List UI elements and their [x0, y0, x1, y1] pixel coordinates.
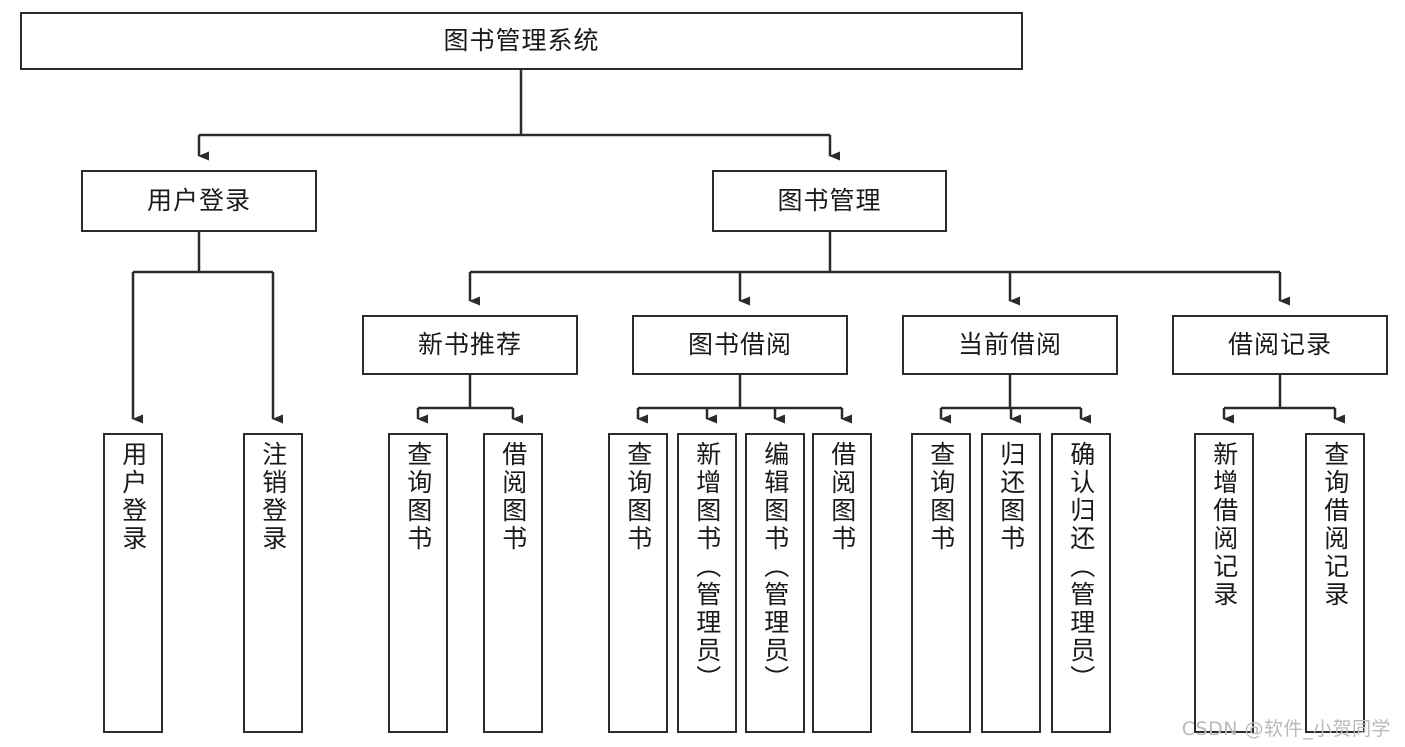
node-leaf-edit-book[interactable]: 编辑图书（管理员）: [745, 433, 805, 733]
node-new-book-rec[interactable]: 新书推荐: [362, 315, 578, 375]
node-borrow-record[interactable]: 借阅记录: [1172, 315, 1388, 375]
node-leaf-user-logout[interactable]: 注销登录: [243, 433, 303, 733]
node-leaf-return-book[interactable]: 归还图书: [981, 433, 1041, 733]
node-leaf-add-book[interactable]: 新增图书（管理员）: [677, 433, 737, 733]
node-leaf-user-logout-label: 注销登录: [258, 441, 288, 553]
node-current-borrow-label: 当前借阅: [957, 330, 1062, 360]
node-user-login[interactable]: 用户登录: [81, 170, 317, 232]
node-root-label: 图书管理系统: [443, 26, 600, 56]
node-leaf-user-login-label: 用户登录: [118, 441, 148, 553]
node-leaf-query-book-3[interactable]: 查询图书: [911, 433, 971, 733]
node-leaf-confirm-return[interactable]: 确认归还（管理员）: [1051, 433, 1111, 733]
node-leaf-borrow-book-1[interactable]: 借阅图书: [483, 433, 543, 733]
node-leaf-add-record-label: 新增借阅记录: [1209, 441, 1239, 609]
node-leaf-borrow-book-2[interactable]: 借阅图书: [812, 433, 872, 733]
node-new-book-rec-label: 新书推荐: [417, 330, 522, 360]
node-leaf-user-login[interactable]: 用户登录: [103, 433, 163, 733]
node-borrow-record-label: 借阅记录: [1227, 330, 1332, 360]
node-root[interactable]: 图书管理系统: [20, 12, 1023, 70]
node-leaf-query-book-2[interactable]: 查询图书: [608, 433, 668, 733]
node-leaf-query-book-2-label: 查询图书: [623, 441, 653, 553]
node-leaf-query-record-label: 查询借阅记录: [1320, 441, 1350, 609]
node-leaf-query-record[interactable]: 查询借阅记录: [1305, 433, 1365, 733]
node-book-manage-label: 图书管理: [777, 186, 882, 216]
node-leaf-edit-book-label: 编辑图书（管理员）: [760, 441, 790, 693]
node-leaf-query-book-3-label: 查询图书: [926, 441, 956, 553]
node-leaf-return-book-label: 归还图书: [996, 441, 1026, 553]
node-leaf-borrow-book-2-label: 借阅图书: [827, 441, 857, 553]
node-book-manage[interactable]: 图书管理: [712, 170, 947, 232]
node-user-login-label: 用户登录: [146, 186, 251, 216]
node-leaf-confirm-return-label: 确认归还（管理员）: [1066, 441, 1096, 693]
node-leaf-add-book-label: 新增图书（管理员）: [692, 441, 722, 693]
node-leaf-query-book-1-label: 查询图书: [403, 441, 433, 553]
node-leaf-add-record[interactable]: 新增借阅记录: [1194, 433, 1254, 733]
node-leaf-query-book-1[interactable]: 查询图书: [388, 433, 448, 733]
node-current-borrow[interactable]: 当前借阅: [902, 315, 1118, 375]
node-leaf-borrow-book-1-label: 借阅图书: [498, 441, 528, 553]
node-book-borrow[interactable]: 图书借阅: [632, 315, 848, 375]
csdn-watermark: CSDN @软件_小贺同学: [1181, 718, 1391, 740]
node-book-borrow-label: 图书借阅: [687, 330, 792, 360]
